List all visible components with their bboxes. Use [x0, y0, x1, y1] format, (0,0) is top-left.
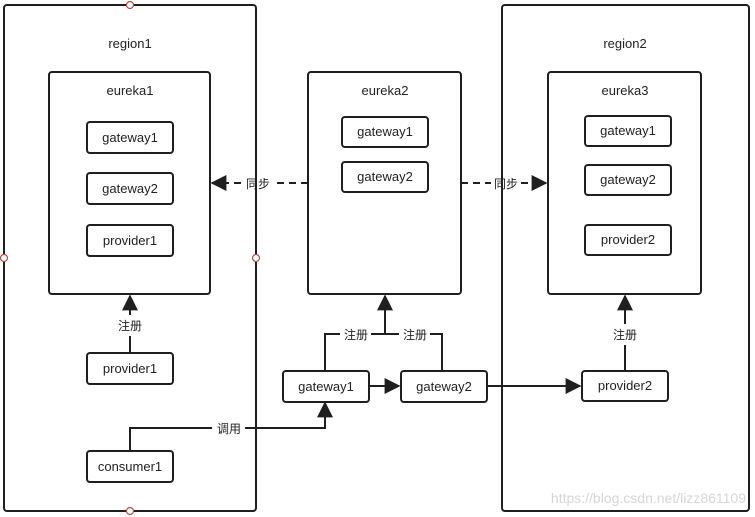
invoke-arrow	[245, 401, 333, 429]
register-label-gateway1: 注册	[344, 327, 368, 342]
eureka3-gateway2-label: gateway2	[600, 172, 656, 187]
provider1-label: provider1	[103, 361, 157, 376]
eureka3-gateway2-box	[584, 164, 672, 196]
eureka3-title: eureka3	[602, 83, 649, 98]
eureka2-gateway1-box	[341, 116, 429, 148]
gateway1-register-edge	[324, 333, 340, 371]
consumer1-label: consumer1	[98, 459, 162, 474]
register-label-provider1: 注册	[118, 318, 142, 333]
sync-label-right: 同步	[494, 177, 518, 191]
gateway1-label: gateway1	[298, 379, 354, 394]
eureka2-gateway1-label: gateway1	[357, 124, 413, 139]
invoke-edge-a	[129, 427, 212, 451]
eureka2-title: eureka2	[362, 83, 409, 98]
gateway2-label: gateway2	[416, 379, 472, 394]
selection-handle[interactable]	[0, 253, 9, 263]
eureka1-gateway2-label: gateway2	[102, 181, 158, 196]
eureka2-gateway2-box	[341, 161, 429, 193]
eureka3-provider2-box	[584, 224, 672, 256]
eureka1-title: eureka1	[107, 83, 154, 98]
eureka1-gateway2-box	[86, 172, 174, 205]
eureka1-provider1-label: provider1	[103, 233, 157, 248]
selection-handle[interactable]	[125, 0, 135, 10]
eureka3-gateway1-box	[584, 115, 672, 147]
region2-title: region2	[603, 36, 646, 51]
sync-label-left: 同步	[246, 177, 270, 191]
eureka1-gateway1-box	[86, 121, 174, 154]
eureka2-gateway2-label: gateway2	[357, 169, 413, 184]
invoke-label: 调用	[217, 422, 241, 436]
selection-handle[interactable]	[125, 506, 135, 516]
selection-handle[interactable]	[251, 253, 261, 263]
eureka1-provider1-box	[86, 224, 174, 257]
region1-title: region1	[108, 36, 151, 51]
gateway2-register-edge	[430, 333, 443, 371]
eureka3-provider2-label: provider2	[601, 232, 655, 247]
provider2-label: provider2	[598, 378, 652, 393]
register-label-provider2: 注册	[613, 327, 637, 342]
register-label-gateway2: 注册	[403, 327, 427, 342]
eureka1-gateway1-label: gateway1	[102, 130, 158, 145]
eureka3-gateway1-label: gateway1	[600, 123, 656, 138]
watermark-text: https://blog.csdn.net/lizz861109	[551, 490, 746, 506]
